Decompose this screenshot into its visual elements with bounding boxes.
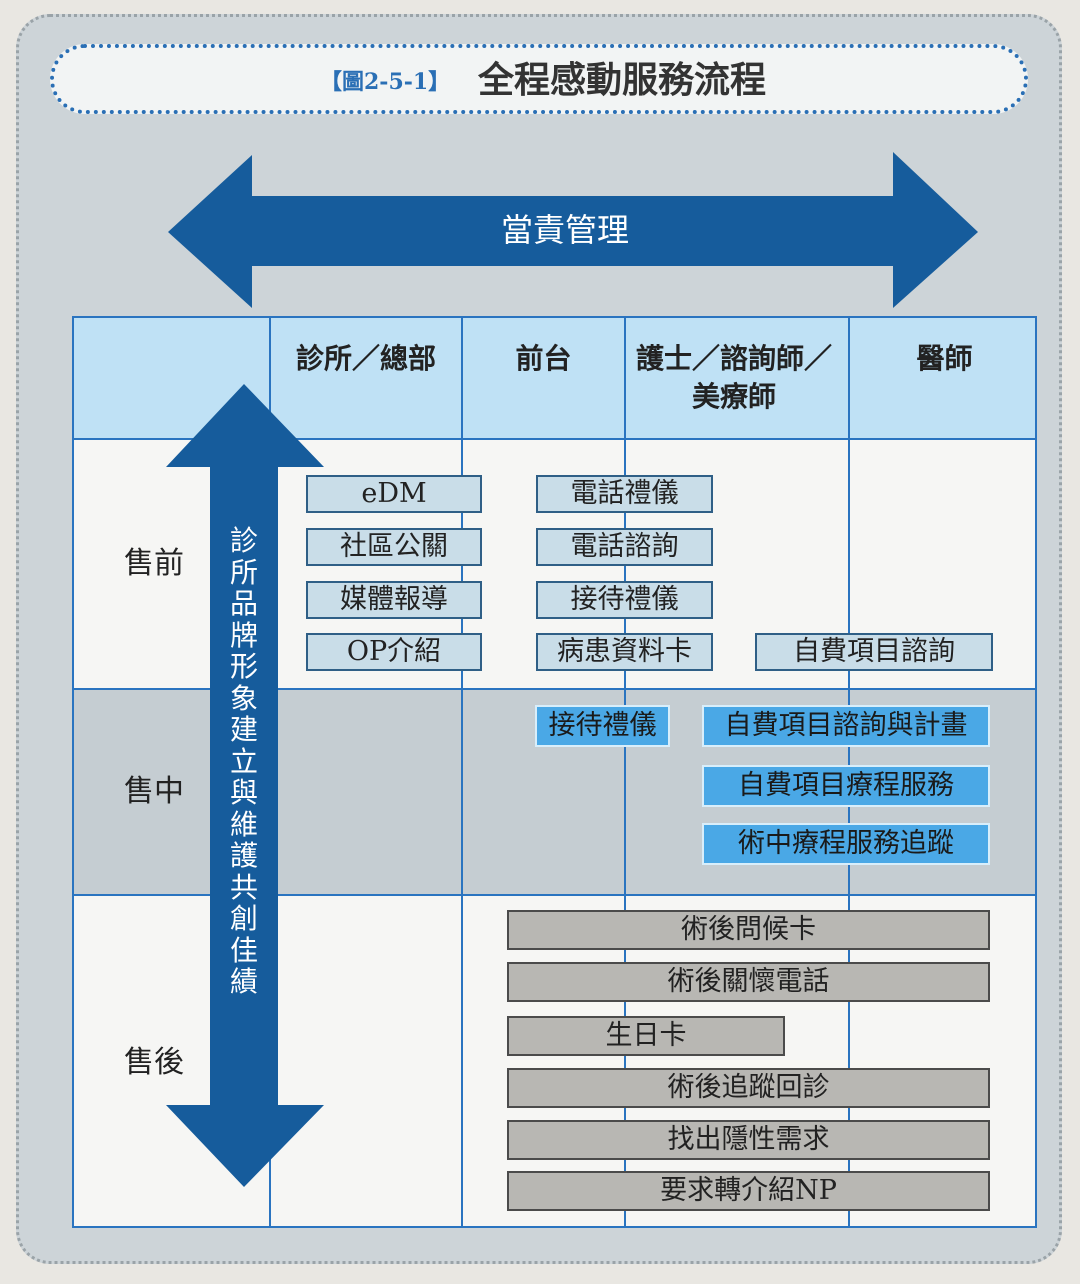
row-header-pre-sale: 售前 — [124, 546, 184, 581]
post-op-greeting-card-box: 術後問候卡 — [507, 910, 990, 950]
accountability-arrow-shape — [168, 152, 978, 308]
treatment-tracking-box: 術中療程服務追蹤 — [702, 823, 990, 865]
post-op-care-call-box: 術後關懷電話 — [507, 962, 990, 1002]
column-divider — [624, 318, 626, 1226]
figure-label: 【圖2-5-1】 — [320, 69, 451, 95]
header-band — [74, 318, 1035, 438]
column-header-nurse-consultant: 護士／諮詢師／美療師 — [635, 342, 832, 413]
row-divider — [74, 438, 1035, 440]
op-intro-box: OP介紹 — [306, 633, 482, 671]
edm-box: eDM — [306, 475, 482, 513]
row-header-mid-sale: 售中 — [124, 774, 184, 809]
column-divider — [269, 318, 271, 1226]
vertical-arrow-label: 診所品牌形象建立與維護共創佳績 — [229, 524, 258, 998]
horizontal-double-arrow — [168, 152, 978, 308]
self-pay-plan-box: 自費項目諮詢與計畫 — [702, 705, 990, 747]
follow-up-visit-box: 術後追蹤回診 — [507, 1068, 990, 1108]
row-divider — [74, 688, 1035, 690]
phone-etiquette-box: 電話禮儀 — [536, 475, 713, 513]
phone-consult-box: 電話諮詢 — [536, 528, 713, 566]
horizontal-arrow-label: 當責管理 — [500, 211, 629, 249]
title-bar — [50, 44, 1028, 114]
column-header-doctor: 醫師 — [916, 342, 973, 375]
media-report-box: 媒體報導 — [306, 581, 482, 619]
row-divider — [74, 894, 1035, 896]
patient-card-box: 病患資料卡 — [536, 633, 713, 671]
row-header-post-sale: 售後 — [124, 1045, 184, 1080]
community-pr-box: 社區公關 — [306, 528, 482, 566]
column-divider — [461, 318, 463, 1226]
birthday-card-box: 生日卡 — [507, 1016, 785, 1056]
self-pay-treatment-box: 自費項目療程服務 — [702, 765, 990, 807]
referral-np-box: 要求轉介紹NP — [507, 1171, 990, 1211]
figure-title: 全程感動服務流程 — [478, 60, 767, 101]
mid-reception-etiquette-box: 接待禮儀 — [535, 705, 670, 747]
self-pay-consult-box: 自費項目諮詢 — [755, 633, 993, 671]
reception-etiquette-box: 接待禮儀 — [536, 581, 713, 619]
hidden-needs-box: 找出隱性需求 — [507, 1120, 990, 1160]
column-header-front-desk: 前台 — [515, 342, 572, 375]
column-header-clinic: 診所／總部 — [295, 342, 436, 375]
